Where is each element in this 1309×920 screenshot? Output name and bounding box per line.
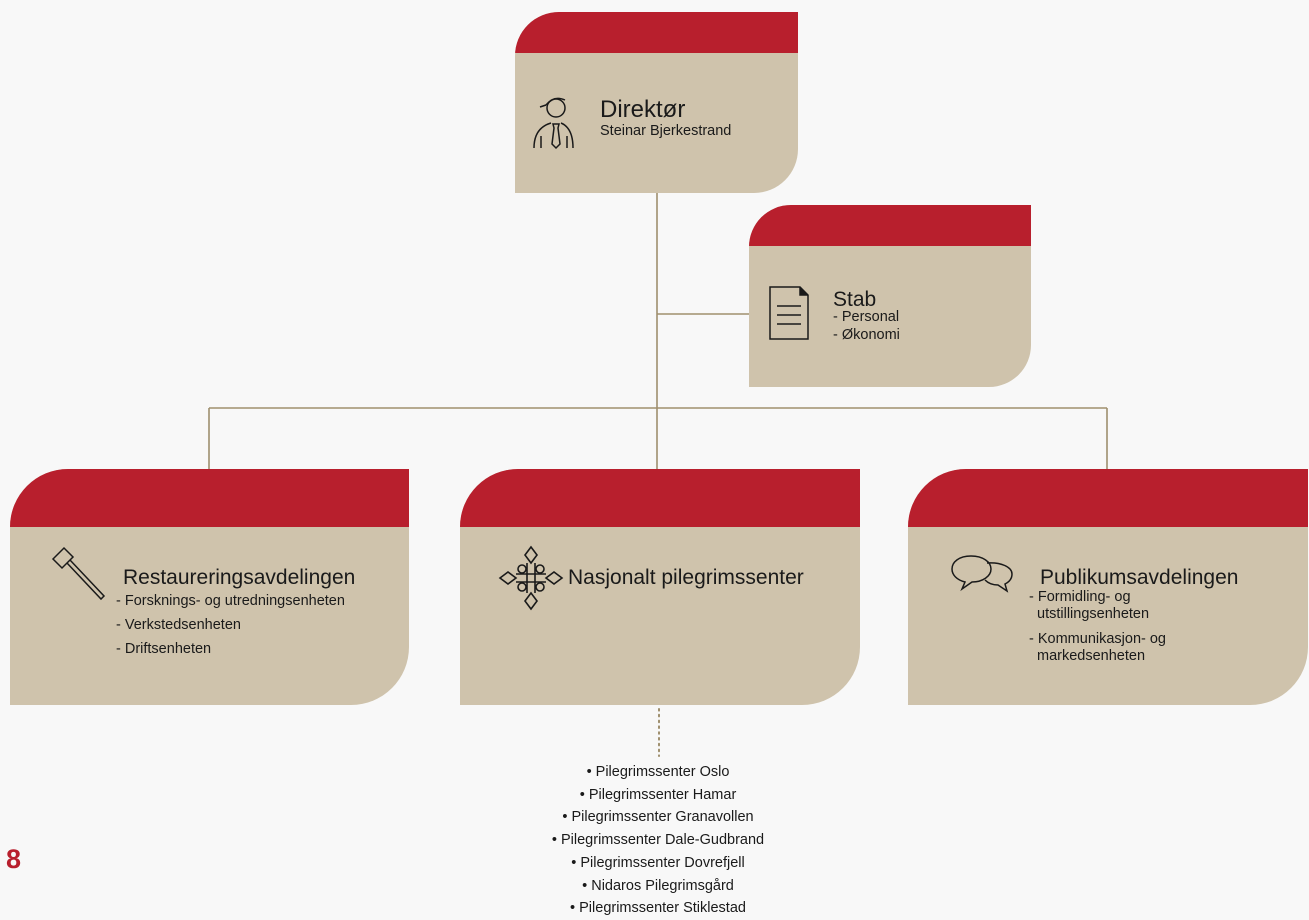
pilegrim-center-item: • Pilegrimssenter Oslo <box>586 764 730 780</box>
director-title: Direktør <box>600 96 686 123</box>
pilegrim-card-band <box>460 469 860 527</box>
publikum-card-band <box>908 469 1308 527</box>
stab-card-band <box>749 205 1031 246</box>
publikum-item-1-line-1: - Formidling- og <box>1029 589 1131 605</box>
page-number: 8 <box>6 844 22 874</box>
pilegrim-center-item: • Pilegrimssenter Hamar <box>579 786 737 803</box>
director-card-band <box>515 12 798 53</box>
publikum-items: - Formidling- og utstillingsenheten - Ko… <box>1029 589 1166 665</box>
publikum-item-1-line-2: utstillingsenheten <box>1037 606 1150 622</box>
pilegrim-center-item: • Pilegrimssenter Stiklestad <box>570 900 746 917</box>
stab-items: - Personal - Økonomi <box>833 308 900 344</box>
pilegrim-centers-list: • Pilegrimssenter Oslo • Pilegrimssenter… <box>480 761 836 920</box>
stab-card: Stab - Personal - Økonomi <box>749 205 1031 387</box>
publikum-title: Publikumsavdelingen <box>1040 566 1239 589</box>
stab-item: - Økonomi <box>833 327 900 343</box>
pilgrim-cross-icon <box>498 545 564 611</box>
restaurering-item: - Driftsenheten <box>116 641 212 657</box>
restaurering-item: - Forsknings- og utredningsenheten <box>116 593 345 609</box>
pilegrim-center-item: • Nidaros Pilegrimsgård <box>582 877 734 894</box>
director-card: Direktør Steinar Bjerkestrand <box>515 12 798 193</box>
pilegrim-title: Nasjonalt pilegrimssenter <box>568 566 804 589</box>
publikum-item-2-line-1: - Kommunikasjon- og <box>1029 631 1166 647</box>
director-name: Steinar Bjerkestrand <box>600 123 732 139</box>
publikum-card: Publikumsavdelingen - Formidling- og uts… <box>908 469 1308 705</box>
restaurering-card: Restaureringsavdelingen - Forsknings- og… <box>10 469 409 705</box>
publikum-item-2-line-2: markedsenheten <box>1037 648 1146 664</box>
stab-item: - Personal <box>833 309 900 325</box>
restaurering-title: Restaureringsavdelingen <box>123 566 356 589</box>
restaurering-item: - Verkstedsenheten <box>116 617 241 633</box>
pilegrim-center-item: • Pilegrimssenter Dale-Gudbrand <box>551 832 765 849</box>
pilegrim-center-item: • Pilegrimssenter Granavollen <box>562 809 754 826</box>
document-icon <box>769 286 809 340</box>
person-tie-icon <box>533 97 574 150</box>
pilegrim-center-item: • Pilegrimssenter Dovrefjell <box>571 854 745 871</box>
restaurering-card-band <box>10 469 409 527</box>
hammer-icon <box>51 546 106 601</box>
stab-title: Stab <box>833 288 877 311</box>
restaurering-items: - Forsknings- og utredningsenheten - Ver… <box>116 589 345 661</box>
pilegrim-card: Nasjonalt pilegrimssenter <box>460 469 860 705</box>
speech-bubbles-icon <box>951 555 1013 593</box>
